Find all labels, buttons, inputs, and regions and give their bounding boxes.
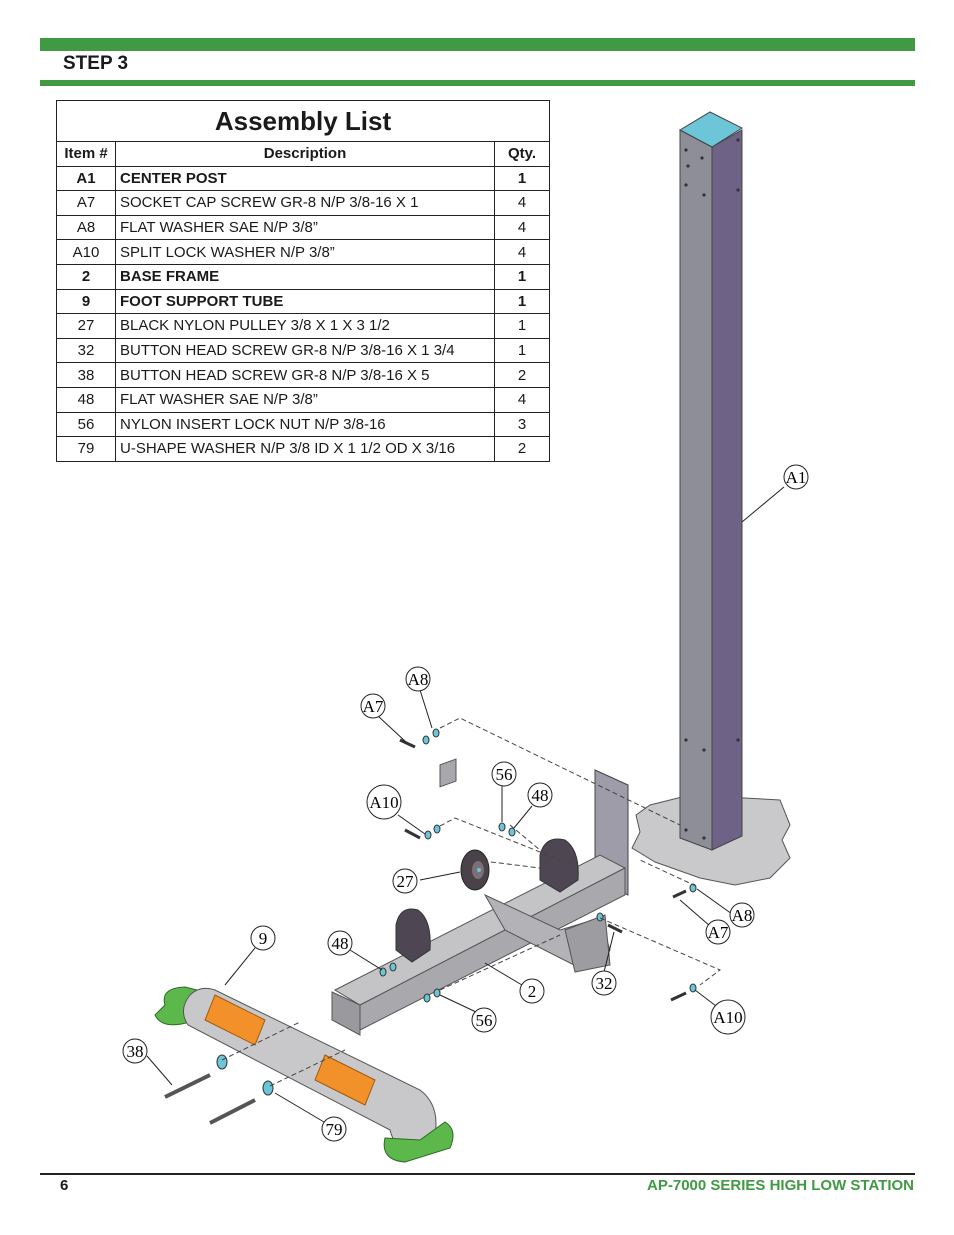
callout-a10-right: A10: [710, 999, 746, 1035]
svg-text:2: 2: [528, 982, 537, 1001]
cell-item: 79: [56, 436, 116, 462]
svg-text:9: 9: [259, 929, 268, 948]
cell-qty: 4: [494, 190, 550, 216]
callout-56-top: 56: [491, 761, 517, 787]
cell-item: A1: [56, 165, 116, 192]
cell-item: 56: [56, 411, 116, 438]
footer-title: AP-7000 SERIES HIGH LOW STATION: [647, 1177, 914, 1194]
col-item: Item #: [56, 141, 116, 167]
assembly-list-table: Assembly List Item # Description Qty. A1…: [56, 100, 550, 462]
callout-a7-right: A7: [705, 919, 731, 945]
cell-item: 38: [56, 362, 116, 388]
cell-description: U-SHAPE WASHER N/P 3/8 ID X 1 1/2 OD X 3…: [115, 436, 495, 462]
svg-text:A8: A8: [732, 906, 753, 925]
footer-divider: [40, 1173, 915, 1175]
base-frame: [331, 758, 627, 1036]
pulley: [460, 849, 490, 891]
alignment-lines: [221, 717, 721, 1087]
callout-56-low: 56: [471, 1007, 497, 1033]
cell-item: A7: [56, 190, 116, 216]
cell-description: NYLON INSERT LOCK NUT N/P 3/8-16: [115, 411, 495, 438]
col-description: Description: [115, 141, 495, 167]
callout-a8-top: A8: [405, 666, 431, 692]
callout-48-top: 48: [527, 782, 553, 808]
foot-support-tube: [154, 986, 454, 1163]
header-bar: [40, 38, 915, 51]
svg-text:A1: A1: [786, 468, 807, 487]
svg-text:48: 48: [532, 786, 549, 805]
callout-27: 27: [392, 868, 418, 894]
cell-item: 27: [56, 313, 116, 339]
svg-text:79: 79: [326, 1120, 343, 1139]
cell-qty: 1: [494, 263, 550, 290]
svg-text:38: 38: [127, 1042, 144, 1061]
svg-text:A10: A10: [713, 1008, 742, 1027]
svg-text:32: 32: [596, 974, 613, 993]
cell-qty: 4: [494, 214, 550, 241]
cell-qty: 3: [494, 411, 550, 438]
cell-description: FLAT WASHER SAE N/P 3/8”: [115, 214, 495, 241]
cell-qty: 2: [494, 362, 550, 388]
callout-9: 9: [250, 925, 276, 951]
svg-text:A8: A8: [408, 670, 429, 689]
leader-lines: [146, 486, 785, 1123]
callout-a10-top: A10: [366, 784, 402, 820]
svg-text:48: 48: [332, 934, 349, 953]
cell-item: A10: [56, 239, 116, 265]
assembly-list-title: Assembly List: [56, 100, 550, 142]
svg-text:27: 27: [397, 872, 415, 891]
callout-2: 2: [519, 978, 545, 1004]
svg-text:56: 56: [476, 1011, 493, 1030]
cell-description: SPLIT LOCK WASHER N/P 3/8”: [115, 239, 495, 265]
callout-48-low: 48: [327, 930, 353, 956]
callout-38: 38: [122, 1038, 148, 1064]
col-qty: Qty.: [494, 141, 550, 167]
cell-qty: 2: [494, 436, 550, 462]
cell-item: 48: [56, 386, 116, 413]
cell-qty: 1: [494, 165, 550, 192]
cell-description: BLACK NYLON PULLEY 3/8 X 1 X 3 1/2: [115, 313, 495, 339]
center-post: [678, 111, 744, 851]
cell-description: BUTTON HEAD SCREW GR-8 N/P 3/8-16 X 5: [115, 362, 495, 388]
callout-a8-right: A8: [729, 902, 755, 928]
callout-a7-top: A7: [360, 693, 386, 719]
cell-description: BUTTON HEAD SCREW GR-8 N/P 3/8-16 X 1 3/…: [115, 337, 495, 364]
svg-text:A7: A7: [708, 923, 729, 942]
header-divider: [40, 80, 915, 86]
svg-text:A7: A7: [363, 697, 384, 716]
cell-description: CENTER POST: [115, 165, 495, 192]
callout-a1: A1: [783, 464, 809, 490]
page-number: 6: [60, 1177, 69, 1194]
cell-description: SOCKET CAP SCREW GR-8 N/P 3/8-16 X 1: [115, 190, 495, 216]
step-heading: STEP 3: [63, 53, 129, 74]
callout-32: 32: [591, 970, 617, 996]
callout-79: 79: [321, 1116, 347, 1142]
svg-text:A10: A10: [369, 793, 398, 812]
svg-text:56: 56: [496, 765, 513, 784]
cell-qty: 4: [494, 386, 550, 413]
cell-description: FOOT SUPPORT TUBE: [115, 288, 495, 315]
cell-description: BASE FRAME: [115, 263, 495, 290]
